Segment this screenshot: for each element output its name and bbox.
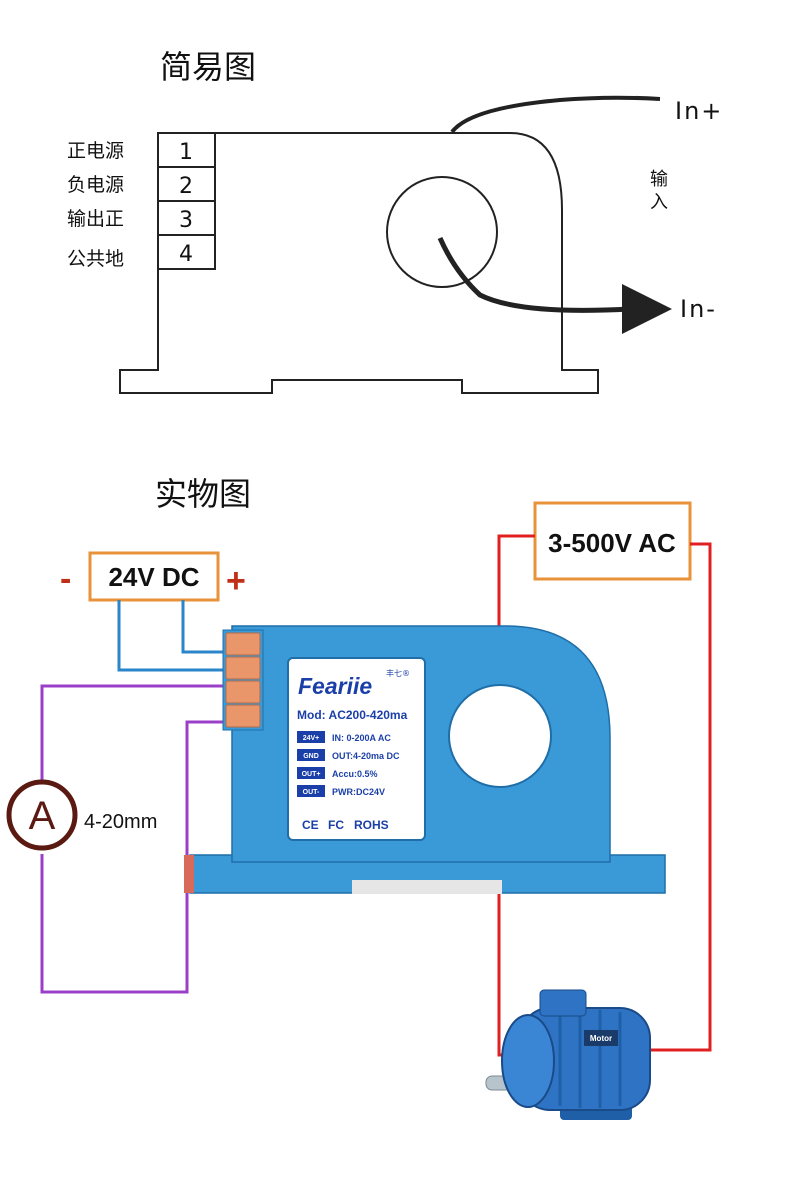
spec-tag: 24V+: [303, 735, 320, 742]
ac-voltage-label: 3-500V AC: [548, 528, 676, 558]
cert-fc: FC: [328, 818, 344, 832]
power-minus-wire: [117, 600, 228, 672]
spec-text: OUT:4-20ma DC: [332, 751, 400, 761]
plus-sign: +: [226, 562, 246, 600]
signal-wire-top: [40, 684, 228, 780]
device-model: Mod: AC200-420ma: [297, 708, 408, 722]
input-plus-wire: [450, 95, 661, 134]
input-minus-wire: [437, 236, 631, 313]
cert-ce: CE: [302, 818, 319, 832]
pin-label: 公共地: [67, 248, 124, 270]
pin-box-4: [157, 234, 216, 270]
ammeter-symbol: A: [29, 794, 56, 838]
motor-nameplate-text: Motor: [590, 1034, 612, 1043]
terminal-4: [225, 704, 261, 728]
device-rail-slot: [352, 880, 502, 894]
arrow-right-icon: [622, 284, 672, 334]
spec-text: IN: 0-200A AC: [332, 733, 391, 743]
motor-illustration: Motor: [485, 989, 651, 1120]
device-brand-sub: 丰七®: [386, 668, 410, 678]
pin-label: 负电源: [67, 174, 124, 196]
spec-tag-bg: [297, 749, 325, 761]
power-supply-box: [88, 551, 220, 602]
pin-number: 2: [179, 174, 193, 199]
ammeter-icon: [6, 779, 78, 851]
spec-text: Accu:0.5%: [332, 769, 378, 779]
sensor-outline: [119, 132, 599, 394]
ac-wire-right: [628, 542, 712, 1052]
spec-tag: OUT+: [302, 771, 321, 778]
cert-rohs: ROHS: [354, 818, 389, 832]
pin-number: 3: [179, 208, 193, 233]
motor-end-cap: [501, 1014, 555, 1108]
pin-label: 输出正: [67, 208, 124, 230]
signal-wire-bottom: [40, 720, 228, 994]
sensor-aperture: [386, 176, 498, 288]
pin-number: 4: [179, 242, 193, 267]
motor-nameplate: [584, 1030, 618, 1046]
power-plus-wire: [181, 600, 228, 654]
input-label-char: 入: [650, 192, 668, 213]
spec-tag: GND: [303, 753, 319, 760]
spec-tag: OUT-: [303, 789, 320, 796]
device-base-edge: [184, 855, 194, 893]
ac-voltage-box: [533, 501, 692, 581]
input-label-char: 输: [650, 169, 668, 190]
power-supply-label: 24V DC: [108, 562, 199, 592]
device-aperture: [448, 684, 552, 788]
pin-block: 1 2 3 4: [157, 132, 216, 270]
current-sensor-device: Feariie 丰七® Mod: AC200-420ma 24V+ GND OU…: [184, 625, 666, 894]
real-diagram-title: 实物图: [155, 475, 251, 513]
spec-tag-bg: [297, 785, 325, 797]
minus-sign: -: [60, 560, 71, 598]
simple-diagram-title: 简易图: [160, 48, 256, 86]
device-brand: Feariie: [298, 673, 372, 699]
terminal-2: [225, 656, 261, 680]
pin-number: 1: [179, 140, 193, 165]
pin-label: 正电源: [67, 140, 124, 162]
terminal-3: [225, 680, 261, 704]
spec-tag-bg: [297, 731, 325, 743]
terminal-1: [225, 632, 261, 656]
spec-tag-bg: [297, 767, 325, 779]
ammeter-label: 4-20mm: [84, 811, 157, 833]
motor-junction-box: [539, 989, 587, 1017]
pin-box-2: [157, 166, 216, 202]
input-plus-label: In+: [675, 97, 723, 125]
spec-text: PWR:DC24V: [332, 787, 385, 797]
input-minus-label: In-: [680, 295, 717, 323]
